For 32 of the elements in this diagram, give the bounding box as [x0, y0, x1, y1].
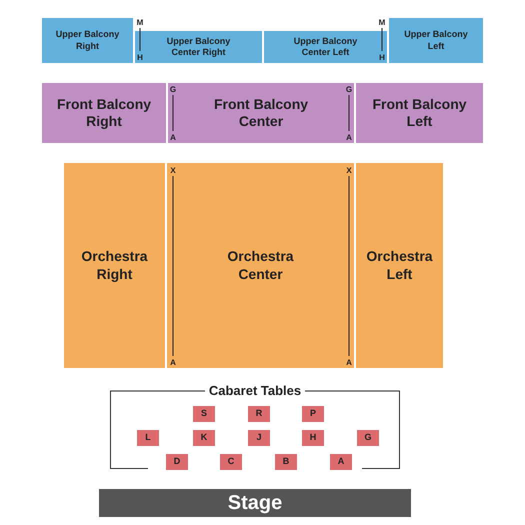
cabaret-table: D	[166, 454, 188, 470]
cabaret-table: K	[193, 430, 215, 446]
row-letter: A	[169, 358, 177, 366]
seating-section: Upper Balcony Left	[389, 18, 483, 63]
row-letter: M	[136, 18, 144, 26]
cabaret-table: P	[302, 406, 324, 422]
row-letter: H	[378, 52, 386, 62]
row-letter: H	[136, 52, 144, 62]
row-letter: M	[378, 18, 386, 26]
row-letter: X	[345, 166, 353, 174]
row-letter: A	[345, 132, 353, 142]
cabaret-table: R	[248, 406, 270, 422]
seating-section: Upper Balcony Right	[42, 18, 133, 63]
seating-section: Front Balcony Right	[42, 83, 166, 143]
stage: Stage	[99, 489, 411, 517]
row-letter: X	[169, 166, 177, 174]
cabaret-table: B	[275, 454, 297, 470]
row-letter: G	[344, 84, 354, 94]
seating-section: Orchestra Right	[64, 163, 165, 368]
seating-section: Front Balcony Left	[356, 83, 483, 143]
cabaret-table: C	[220, 454, 242, 470]
cabaret-table: L	[137, 430, 159, 446]
cabaret-table: G	[357, 430, 379, 446]
cabaret-table: J	[248, 430, 270, 446]
area-title: Cabaret Tables	[208, 383, 302, 399]
row-letter: A	[345, 358, 353, 366]
row-letter: A	[169, 132, 177, 142]
cabaret-table: A	[330, 454, 352, 470]
cabaret-table: H	[302, 430, 324, 446]
cabaret-table: S	[193, 406, 215, 422]
seating-section: Orchestra Left	[356, 163, 443, 368]
row-letter: G	[168, 84, 178, 94]
